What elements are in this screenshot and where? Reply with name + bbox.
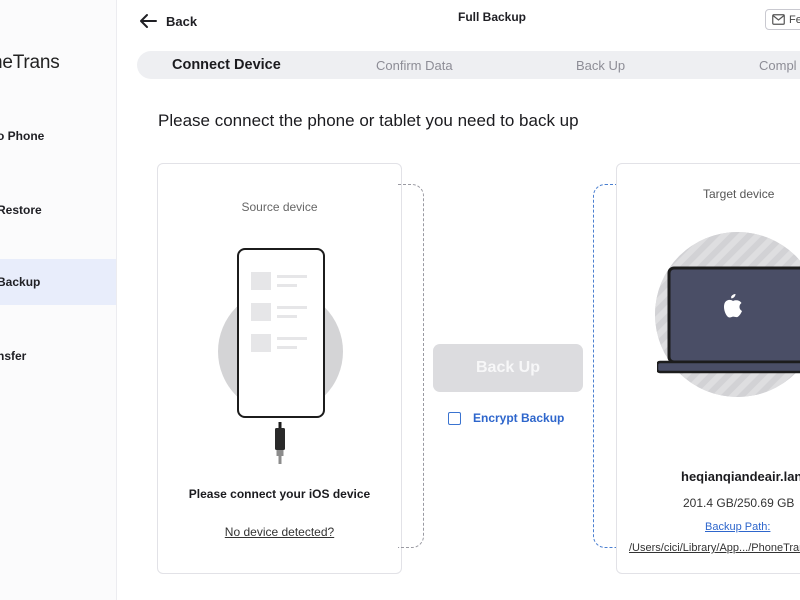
phone-line	[277, 306, 307, 309]
feedback-label: Fe	[789, 13, 800, 26]
progress-stepper: Connect Device Confirm Data Back Up Comp…	[137, 51, 800, 79]
target-device-name: heqianqiandeair.lan	[681, 469, 800, 484]
phone-line	[277, 315, 297, 318]
step-back-up: Back Up	[576, 57, 626, 73]
apple-logo-icon	[723, 294, 742, 318]
connect-prompt: Please connect the phone or tablet you n…	[158, 111, 579, 130]
sidebar: neTrans o Phone Restore Backup nsfer	[0, 0, 117, 600]
source-connector-line	[398, 184, 424, 548]
back-up-button[interactable]: Back Up	[433, 344, 583, 392]
phone-line	[277, 284, 297, 287]
backup-path-value[interactable]: /Users/cici/Library/App.../PhoneTrans	[629, 542, 800, 554]
back-button[interactable]: Back	[138, 10, 197, 32]
phone-thumb	[251, 272, 271, 290]
target-connector-line	[593, 184, 619, 548]
step-complete: Compl	[759, 57, 797, 73]
arrow-left-icon	[140, 14, 157, 28]
target-storage: 201.4 GB/250.69 GB	[683, 496, 795, 510]
target-device-title: Target device	[703, 187, 775, 201]
feedback-button[interactable]: Fe	[765, 9, 800, 30]
sidebar-item-label: nsfer	[0, 349, 27, 363]
backup-path-link[interactable]: Backup Path:	[705, 521, 771, 533]
step-connect-device: Connect Device	[172, 57, 281, 73]
sidebar-item-transfer[interactable]: nsfer	[0, 333, 116, 379]
sidebar-item-to-phone[interactable]: o Phone	[0, 113, 116, 159]
phone-line	[277, 346, 297, 349]
source-device-card: Source device Please connect your iOS de…	[157, 163, 402, 574]
laptop-illustration-icon	[657, 266, 800, 374]
sidebar-item-label: o Phone	[0, 129, 45, 143]
step-confirm-data: Confirm Data	[376, 57, 453, 73]
connect-device-message: Please connect your iOS device	[188, 487, 371, 501]
phone-thumb	[251, 303, 271, 321]
sidebar-item-backup[interactable]: Backup	[0, 259, 116, 305]
source-device-title: Source device	[241, 200, 318, 214]
sidebar-item-label: Backup	[0, 275, 41, 289]
phone-thumb	[251, 334, 271, 352]
page-title: Full Backup	[458, 10, 527, 24]
no-device-detected-link[interactable]: No device detected?	[224, 525, 335, 539]
phone-line	[277, 337, 307, 340]
sidebar-item-label: Restore	[0, 203, 42, 217]
encrypt-backup-checkbox[interactable]: Encrypt Backup	[448, 411, 564, 425]
encrypt-backup-label: Encrypt Backup	[473, 411, 565, 425]
mail-icon	[772, 14, 785, 25]
phone-illustration-icon	[237, 248, 325, 418]
sidebar-item-restore[interactable]: Restore	[0, 187, 116, 233]
target-device-card: Target device heqianqiandeair.lan 201.4 …	[616, 163, 800, 574]
usb-cable-icon	[275, 422, 285, 464]
back-label: Back	[166, 13, 198, 29]
app-brand: neTrans	[0, 52, 60, 73]
phone-line	[277, 275, 307, 278]
checkbox-icon[interactable]	[448, 411, 461, 425]
